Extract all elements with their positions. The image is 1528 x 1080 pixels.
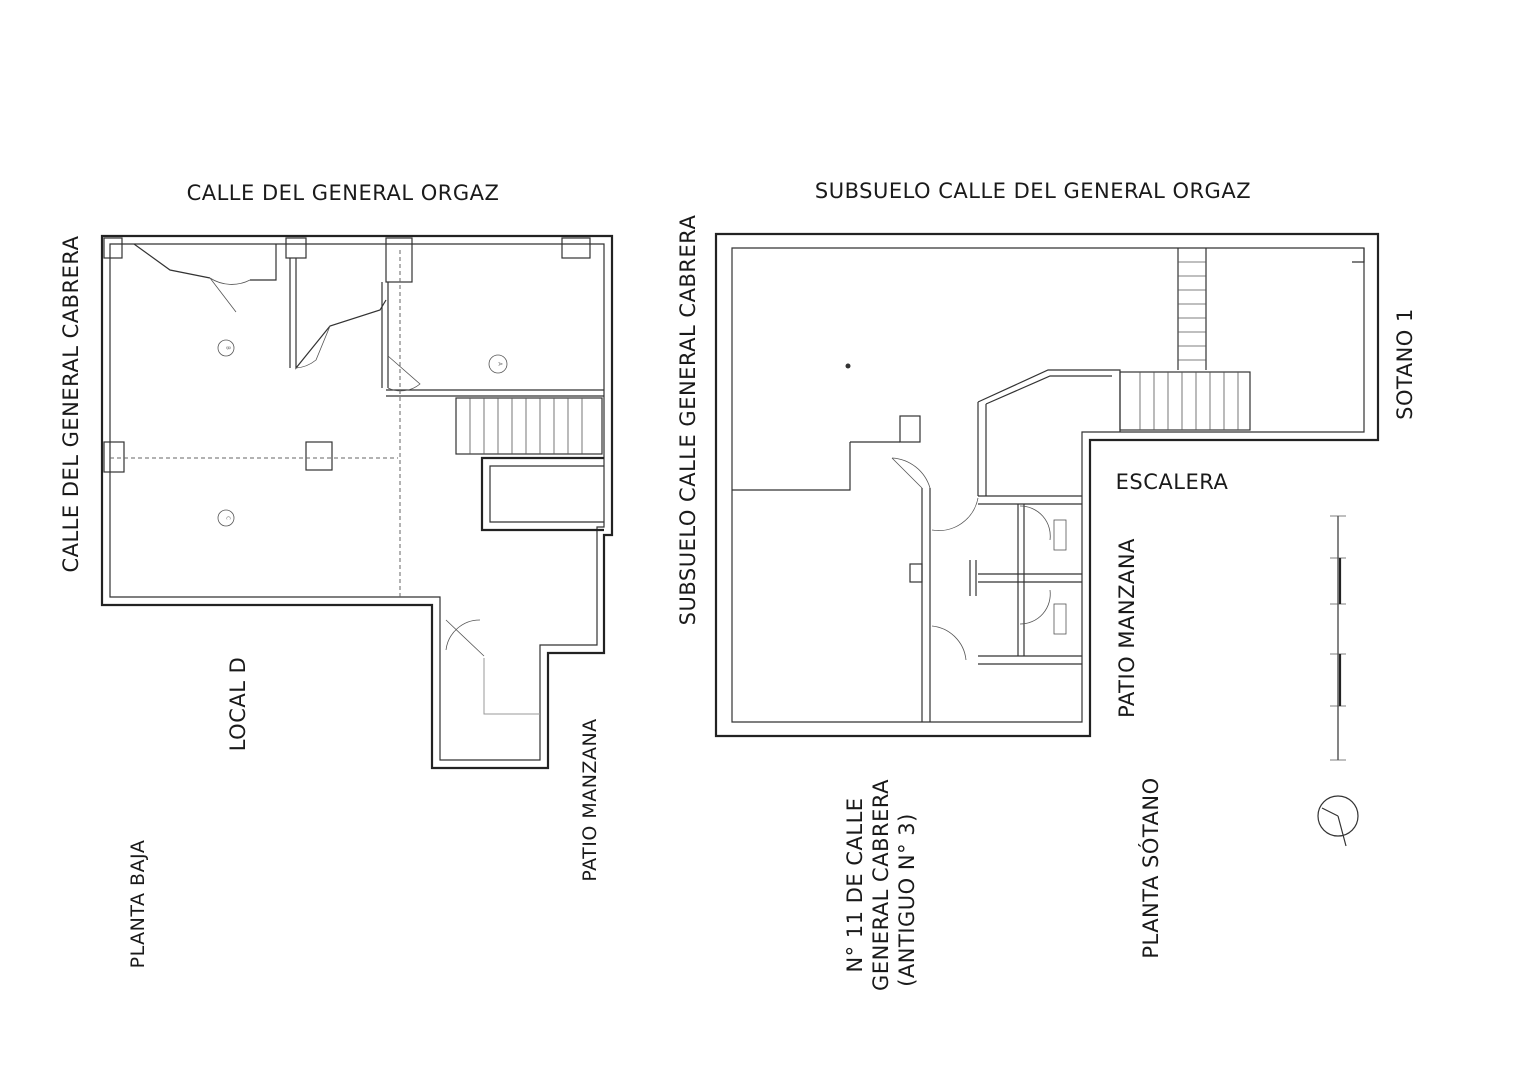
door-swing bbox=[1019, 505, 1051, 541]
angled-wall bbox=[977, 369, 1121, 432]
corner-notch bbox=[1352, 248, 1365, 263]
scale-bar bbox=[1330, 515, 1346, 761]
door-swing bbox=[931, 497, 979, 531]
label-escalera: ESCALERA bbox=[1116, 470, 1229, 494]
partition-wall bbox=[381, 282, 389, 388]
label-local-d: LOCAL D bbox=[226, 657, 250, 752]
sotano-inner-wall bbox=[731, 247, 1365, 723]
label-planta-sotano: PLANTA SÓTANO bbox=[1138, 777, 1163, 958]
patio-room bbox=[483, 658, 540, 715]
column bbox=[561, 237, 591, 259]
partition-wall bbox=[977, 402, 987, 496]
label-subsuelo-general-orgaz: SUBSUELO CALLE DEL GENERAL ORGAZ bbox=[815, 179, 1251, 203]
north-arrow-icon bbox=[1317, 795, 1359, 847]
door-swing bbox=[931, 625, 967, 661]
door-swing bbox=[387, 355, 421, 392]
planta-baja-plan: B A C bbox=[100, 234, 614, 770]
partition-wall bbox=[289, 258, 387, 370]
partition-wall bbox=[921, 488, 931, 722]
label-address-line2: GENERAL CABRERA bbox=[869, 779, 893, 991]
door-swing bbox=[891, 457, 931, 489]
room-marker-circle bbox=[217, 509, 235, 527]
label-address-line1: N° 11 DE CALLE bbox=[843, 797, 867, 972]
bathroom-block bbox=[978, 495, 1082, 665]
partition-wall bbox=[133, 243, 277, 281]
planta-baja-outer-wall bbox=[100, 234, 614, 770]
door-swing bbox=[209, 277, 251, 313]
column bbox=[285, 237, 307, 259]
label-calle-general-cabrera: CALLE DEL GENERAL CABRERA bbox=[59, 235, 83, 572]
bathroom-partition bbox=[969, 560, 977, 596]
stairs-upper bbox=[1177, 248, 1207, 370]
stairs bbox=[455, 397, 603, 455]
label-sotano-1: SOTANO 1 bbox=[1393, 308, 1417, 420]
sotano-outer-wall bbox=[714, 232, 1380, 738]
partition-wall bbox=[732, 441, 900, 491]
patio-notch-inner bbox=[489, 465, 604, 523]
label-calle-general-orgaz: CALLE DEL GENERAL ORGAZ bbox=[187, 181, 500, 205]
label-planta-baja: PLANTA BAJA bbox=[127, 840, 149, 969]
room-marker-c: C bbox=[225, 516, 231, 520]
label-patio-manzana-right: PATIO MANZANA bbox=[1115, 538, 1139, 718]
column bbox=[385, 237, 413, 283]
label-subsuelo-general-cabrera: SUBSUELO CALLE GENERAL CABRERA bbox=[676, 215, 700, 626]
column bbox=[899, 415, 921, 443]
column bbox=[103, 237, 123, 259]
label-address-line3: (ANTIGUO N° 3) bbox=[895, 813, 919, 987]
room-marker-b: B bbox=[225, 346, 231, 350]
planta-sotano-plan bbox=[714, 232, 1380, 738]
marker-dot bbox=[845, 363, 851, 369]
patio-notch-wall bbox=[480, 456, 604, 532]
fixture bbox=[1053, 603, 1067, 635]
stairs-lower bbox=[1119, 371, 1251, 431]
column bbox=[103, 441, 125, 473]
door-swing bbox=[295, 325, 331, 369]
column bbox=[909, 563, 923, 583]
room-marker-circle bbox=[488, 354, 508, 374]
fixture bbox=[1053, 519, 1067, 551]
label-patio-manzana-left: PATIO MANZANA bbox=[579, 718, 601, 881]
partition-wall bbox=[386, 389, 604, 397]
bathroom-partition bbox=[978, 504, 1082, 656]
column bbox=[305, 441, 333, 471]
planta-baja-inner-wall bbox=[109, 243, 605, 761]
door-swing bbox=[1019, 589, 1051, 625]
room-marker-circle bbox=[217, 339, 235, 357]
door-swing bbox=[445, 619, 485, 657]
room-marker-a: A bbox=[497, 362, 503, 366]
